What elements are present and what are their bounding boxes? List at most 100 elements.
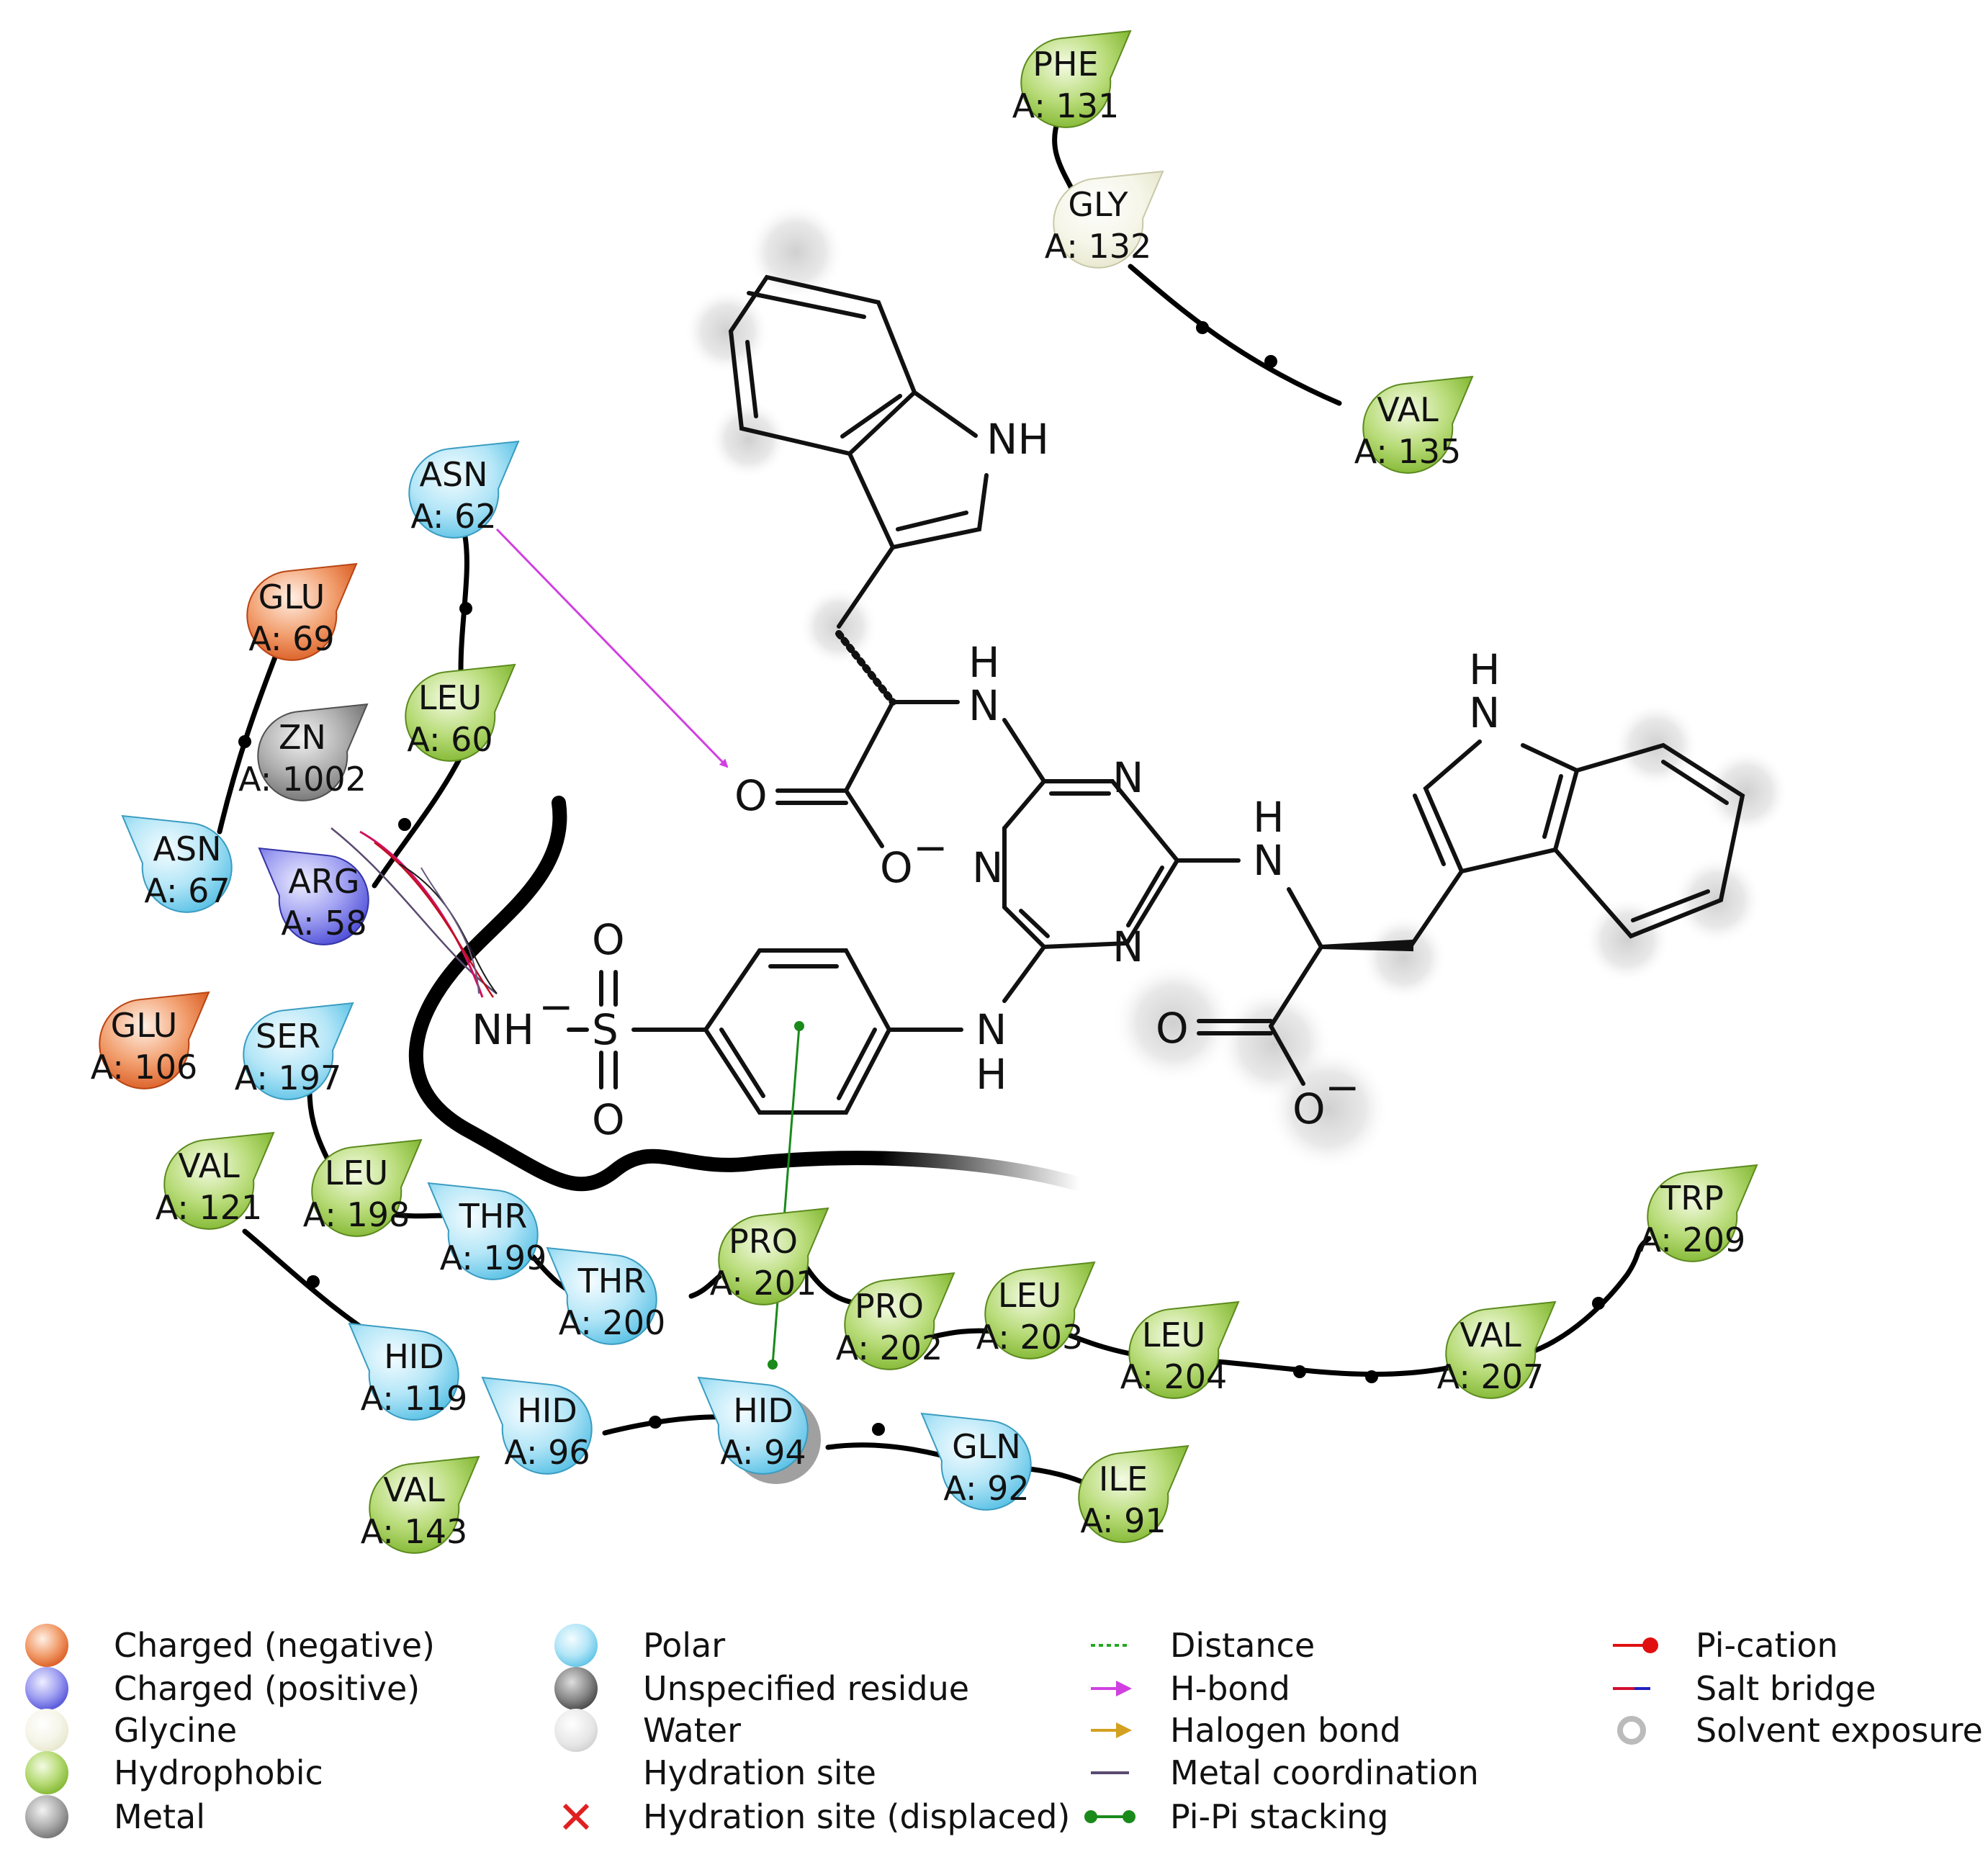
pi-pi-endpoint xyxy=(794,1021,804,1031)
legend-swatch xyxy=(25,1795,68,1838)
residue-name: PHE xyxy=(1033,45,1098,84)
backbone-dot xyxy=(649,1416,662,1429)
legend-label: Metal xyxy=(114,1797,205,1836)
salt-bridge-line xyxy=(359,830,484,998)
residue-name: ARG xyxy=(288,862,359,901)
residue-number: A: 96 xyxy=(504,1433,590,1472)
pyrrole-ring-upper xyxy=(847,451,989,550)
atom-h-indole-right: H xyxy=(1469,645,1501,694)
solvent-halo xyxy=(1703,749,1789,835)
charge-minus-left: − xyxy=(913,823,948,872)
solvent-halo xyxy=(684,288,770,374)
atom-h-upper: H xyxy=(968,638,1000,687)
residue-blob xyxy=(408,440,520,539)
residue-blob xyxy=(1445,1300,1557,1399)
bond xyxy=(1002,718,1046,783)
residue-name: LEU xyxy=(418,678,482,717)
atom-o-minus-left: O xyxy=(880,843,913,892)
bond xyxy=(1269,1024,1305,1086)
atom-s: S xyxy=(592,1005,619,1054)
legend-item: Distance xyxy=(1091,1626,1315,1665)
residue-name: GLN xyxy=(952,1427,1021,1466)
double-bond xyxy=(840,394,902,439)
backbone-link xyxy=(1524,1236,1652,1357)
legend-item: Pi-Pi stacking xyxy=(1084,1797,1389,1836)
bond xyxy=(1002,945,1046,1003)
residue-number: A: 60 xyxy=(407,720,492,759)
residue-number: A: 143 xyxy=(361,1512,468,1551)
solvent-halo xyxy=(709,400,788,479)
residue-number: A: 202 xyxy=(836,1329,943,1367)
residue-name: HID xyxy=(517,1391,577,1430)
double-bond xyxy=(1661,760,1729,805)
double-bond xyxy=(1413,794,1446,866)
solvent-halo xyxy=(1112,961,1235,1084)
residue-name: ZN xyxy=(279,718,326,757)
legend-swatch-arrow xyxy=(1116,1722,1132,1738)
residue-number: A: 1002 xyxy=(238,760,366,799)
double-bond xyxy=(747,291,866,319)
legend-item: Glycine xyxy=(25,1709,237,1752)
legend-swatch xyxy=(554,1667,598,1710)
residue-name: PRO xyxy=(729,1222,798,1261)
residue-zn1002[interactable]: ZNA: 1002 xyxy=(238,703,369,801)
residue-blob xyxy=(121,814,233,913)
backbone-dot xyxy=(398,818,411,831)
atom-n-triazine-bottom: N xyxy=(1112,922,1143,971)
hashed-wedge xyxy=(835,630,896,706)
legend-item: Metal coordination xyxy=(1091,1753,1479,1792)
legend-label: Charged (negative) xyxy=(114,1626,435,1665)
legend-label: Hydration site (displaced) xyxy=(643,1797,1070,1836)
atom-nh-indole-upper: NH xyxy=(986,415,1049,464)
bond xyxy=(837,545,895,629)
residue-number: A: 201 xyxy=(710,1264,817,1303)
metal-coordination-line-c xyxy=(420,867,480,994)
atom-n-right: N xyxy=(1253,836,1284,885)
residue-number: A: 91 xyxy=(1080,1501,1166,1540)
solvent-halo xyxy=(1584,896,1670,983)
residue-blob xyxy=(1078,1444,1189,1543)
atom-n-triazine-top: N xyxy=(1112,753,1143,802)
residue-blob xyxy=(1362,375,1474,474)
legend-label: Polar xyxy=(643,1626,725,1665)
residue-name: ASN xyxy=(153,830,221,868)
backbone-dots xyxy=(238,321,1605,1436)
atom-o-sulfonyl-top: O xyxy=(592,915,625,964)
backbone-dot xyxy=(872,1423,885,1436)
legend-item: Water xyxy=(554,1709,741,1752)
atom-n-aniline: N xyxy=(976,1005,1007,1054)
residue-number: A: 207 xyxy=(1437,1357,1544,1396)
solvent-halo xyxy=(1361,914,1447,1001)
legend-swatch-ring xyxy=(1617,1716,1646,1745)
atom-o-carbonyl-left: O xyxy=(734,771,768,820)
residue-blob xyxy=(246,562,358,661)
residue-number: A: 200 xyxy=(559,1303,666,1342)
residue-number: A: 67 xyxy=(144,871,230,910)
